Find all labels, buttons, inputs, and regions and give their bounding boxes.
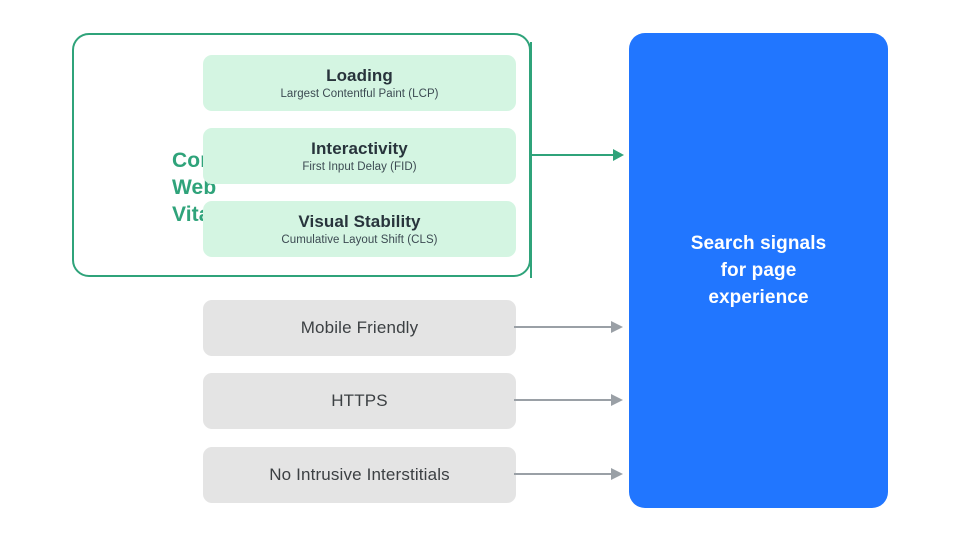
connector-no-intrusive-interstitials-to-outcome [514, 468, 623, 480]
vital-card-title: Interactivity [311, 138, 408, 158]
signal-card-no-intrusive-interstitials[interactable]: No Intrusive Interstitials [203, 447, 516, 503]
vital-card-title: Visual Stability [298, 211, 421, 231]
signal-card-mobile-friendly[interactable]: Mobile Friendly [203, 300, 516, 356]
outcome-panel-search-signals[interactable]: Search signals for page experience [629, 33, 888, 508]
outcome-label-line-3: experience [708, 287, 809, 308]
signal-card-title: No Intrusive Interstitials [269, 465, 450, 484]
vital-card-interactivity[interactable]: Interactivity First Input Delay (FID) [203, 128, 516, 184]
connector-core-web-vitals-to-outcome [530, 42, 624, 278]
connector-mobile-friendly-to-outcome [514, 321, 623, 333]
signal-card-title: Mobile Friendly [300, 318, 419, 337]
outcome-label-line-2: for page [720, 260, 797, 281]
outcome-panel-label: Search signals for page experience [671, 230, 847, 311]
vital-card-subtitle: Largest Contentful Paint (LCP) [280, 87, 439, 100]
vital-card-loading[interactable]: Loading Largest Contentful Paint (LCP) [203, 55, 516, 111]
vital-card-title: Loading [326, 65, 393, 85]
connector-https-to-outcome [514, 394, 623, 406]
signal-card-https[interactable]: HTTPS [203, 373, 516, 429]
outcome-label-line-1: Search signals [690, 233, 827, 254]
vital-card-visual-stability[interactable]: Visual Stability Cumulative Layout Shift… [203, 201, 516, 257]
signal-card-title: HTTPS [331, 391, 388, 410]
vital-card-subtitle: First Input Delay (FID) [302, 160, 417, 173]
vital-card-subtitle: Cumulative Layout Shift (CLS) [281, 233, 438, 246]
